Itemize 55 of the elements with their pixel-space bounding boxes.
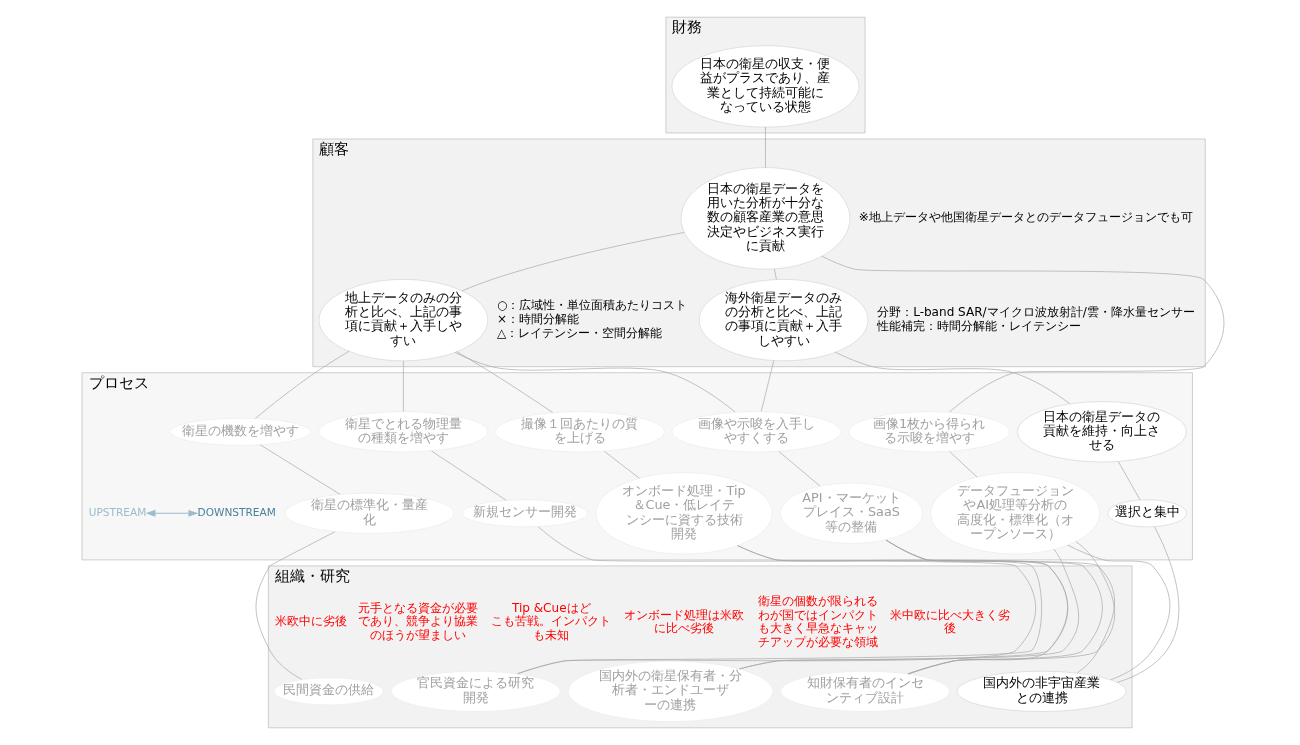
connector xyxy=(454,352,736,413)
connector xyxy=(260,444,341,495)
node-ellipse: 画像1枚から得られる示唆を増やす xyxy=(848,411,1010,453)
node-label: ○：広域性・単位面積あたりコスト xyxy=(496,298,688,313)
node-ellipse: 衛星でとれる物理量の種類を増やす xyxy=(318,411,489,453)
connector xyxy=(403,360,404,412)
label: 衛星の個数が限られるわが国ではインパクトも大きく早急なキャッチアップが必要な領域 xyxy=(757,593,878,649)
connector xyxy=(255,531,336,680)
label: オンボード処理は米欧に比べ劣後 xyxy=(624,607,745,636)
node-label: 性能補完：時間分解能・レイテンシー xyxy=(877,318,1082,333)
connector xyxy=(774,268,777,280)
connector xyxy=(1118,461,1141,501)
node-label: △：レイテンシー・空間分解能 xyxy=(496,325,663,340)
node-text: DOWNSTREAM xyxy=(197,506,276,519)
connector xyxy=(949,451,978,478)
connector xyxy=(760,360,775,412)
connector xyxy=(778,451,821,487)
arrow xyxy=(145,509,199,517)
node-ellipse: API・マーケットプレイス・SaaS等の整備 xyxy=(779,482,924,544)
connector xyxy=(1067,544,1171,681)
node-ellipse: 撮像１回あたりの質を上げる xyxy=(495,411,665,453)
node-ellipse: 民間資金の供給 xyxy=(273,677,384,706)
node-ellipse: 国内外の衛星保有者・分析者・エンドユーザーの連携 xyxy=(567,660,774,722)
node-ellipse: 国内外の非宇宙産業との連携 xyxy=(956,670,1127,712)
node-label: ※地上データや他国衛星データとのデータフュージョンでも可 xyxy=(858,210,1193,225)
connector xyxy=(604,450,640,479)
node-text: UPSTREAM xyxy=(88,506,147,519)
connector xyxy=(431,450,507,501)
node-ellipse: 日本の衛星データを用いた分析が十分な数の顧客産業の意思決定やビジネス実行に貢献 xyxy=(680,167,851,270)
connector xyxy=(1116,526,1180,683)
connector xyxy=(461,232,685,292)
connector xyxy=(765,126,766,168)
label: 元手となる資金が必要であり、競争より協業のほうが望ましい xyxy=(358,600,479,642)
node-ellipse: 官民資金による研究開発 xyxy=(391,670,561,712)
connector xyxy=(255,350,350,419)
node-ellipse: 日本の衛星の収支・便益がプラスであり、産業として持続可能になっている状態 xyxy=(671,45,860,128)
node-ellipse: オンボード処理・Tip＆Cue・低レイテンシーに資する技術開発 xyxy=(595,472,773,555)
connector xyxy=(456,351,554,413)
label: Tip &Cueはどこも苦戦。インパクトも未知 xyxy=(491,600,612,642)
node-label: 分野：L-band SAR/マイクロ波放射計/雲・降水量センサー xyxy=(877,305,1195,320)
node-ellipse: 地上データのみの分析と比べ、上記の事項に貢献＋入手しやすい xyxy=(318,279,489,362)
connector xyxy=(821,255,1225,413)
node-ellipse: 衛星の機数を増やす xyxy=(169,417,311,446)
node-ellipse: データフュージョンやAI処理等分析の高度化・標準化（オープンソース） xyxy=(930,472,1100,555)
label: 米欧中に劣後 xyxy=(275,614,348,629)
node-ellipse: 衛星の標準化・量産化 xyxy=(284,492,455,534)
node-ellipse: 日本の衛星データの貢献を維持・向上させる xyxy=(1017,401,1187,463)
node-ellipse: 画像や示唆を入手しやすくする xyxy=(671,411,842,453)
node-ellipse: 知財保有者のインセンティブ設計 xyxy=(780,670,950,712)
node-label: ×：時間分解能 xyxy=(496,311,580,326)
label: 米中欧に比べ大きく劣後 xyxy=(890,607,1011,636)
node-ellipse: 選択と集中 xyxy=(1107,499,1187,528)
node-ellipse: 新規センサー開発 xyxy=(461,499,588,528)
node-ellipse: 海外衛星データのみの分析と比べ、上記の事項に貢献＋入手しやすい xyxy=(698,279,869,362)
connector xyxy=(834,351,1071,405)
